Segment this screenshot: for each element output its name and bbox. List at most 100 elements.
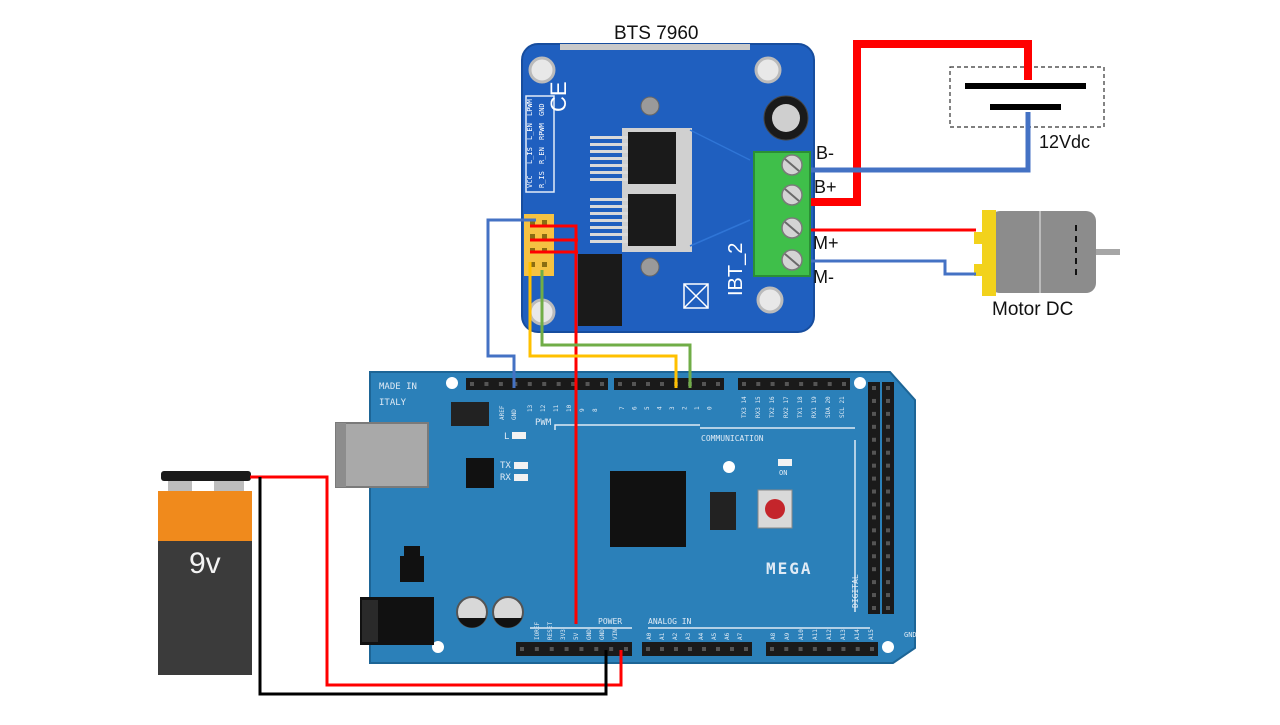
pin-label: 1 — [694, 406, 701, 410]
pin-label: RESET — [547, 622, 554, 640]
pin-label: A3 — [685, 632, 692, 640]
mosfet-chip — [628, 132, 676, 184]
silk-power: POWER — [598, 617, 622, 626]
pin-label: GND — [599, 629, 606, 640]
wire-lpwm — [540, 270, 692, 388]
pin-label: TX1 18 — [797, 396, 804, 418]
pin-label: A12 — [826, 629, 833, 640]
pin-label: SDA 20 — [825, 396, 832, 418]
motor-body — [990, 211, 1096, 293]
silk-pwm: PWM — [535, 418, 552, 428]
pin-label: RX1 19 — [811, 396, 818, 418]
mount-hole — [723, 461, 735, 473]
silk-digital: DIGITAL — [851, 574, 860, 608]
driver-pin-label: L_IS — [526, 147, 534, 164]
silk-gnd-corner: GND — [904, 631, 917, 639]
pin-label: 13 — [527, 404, 534, 412]
led-tx — [514, 462, 528, 469]
pin-label: A13 — [840, 629, 847, 640]
pin-label: 11 — [553, 404, 560, 412]
pin-label: A8 — [770, 632, 777, 640]
silk-mega: MEGA — [766, 559, 813, 578]
control-chip — [578, 254, 622, 326]
reset-button-cap — [765, 499, 785, 519]
mount-hole — [882, 641, 894, 653]
led-on — [778, 459, 792, 466]
terminal-b-minus-label: B- — [816, 143, 834, 163]
pin-label: 3V3 — [560, 629, 567, 640]
driver-pin-label: RPWM — [538, 123, 546, 140]
driver-pin-label: R_EN — [538, 147, 546, 164]
silk-l: L — [504, 432, 509, 442]
disposal-icon — [683, 283, 709, 309]
screw — [640, 96, 660, 116]
battery-9v — [158, 471, 252, 675]
pin-label: TX2 16 — [769, 396, 776, 418]
silk-tx: TX — [500, 461, 511, 471]
silk-made-in: MADE IN — [379, 382, 417, 392]
pin-label: A7 — [737, 632, 744, 640]
driver-title-label: BTS 7960 — [614, 23, 699, 44]
battery-terminal — [168, 481, 192, 491]
wire-supply-positive — [811, 40, 1032, 206]
terminal-m-plus-label: M+ — [813, 233, 839, 253]
usb-chip — [466, 458, 494, 488]
pin-label: RX2 17 — [783, 396, 790, 418]
motor-shaft — [1094, 249, 1120, 255]
ce-mark-icon: CE — [546, 81, 571, 112]
mount-hole — [528, 56, 556, 84]
pin-label: A1 — [659, 632, 666, 640]
pin-label: 10 — [566, 404, 573, 412]
silk-communication: COMMUNICATION — [701, 434, 764, 443]
wire-supply-negative — [811, 112, 1031, 173]
screw — [640, 257, 660, 277]
pin-label: A10 — [798, 629, 805, 640]
header-digital-side-b — [882, 382, 894, 614]
terminal-b-plus-label: B+ — [814, 177, 837, 197]
wire-vcc-5v — [530, 224, 578, 624]
pin-label: 12 — [540, 404, 547, 412]
mount-hole — [756, 286, 784, 314]
wires — [250, 40, 1032, 696]
silk-rx: RX — [500, 473, 511, 483]
silk-on: ON — [779, 469, 787, 477]
pin-label: A4 — [698, 632, 705, 640]
pin-label: 0 — [707, 406, 714, 410]
led-rx — [514, 474, 528, 481]
wire-battery-negative — [258, 477, 608, 696]
header-digital-top — [466, 378, 608, 390]
arduino-mega-board: MADE IN ITALY PWM L TX RX ON COMMUNICATI… — [335, 371, 917, 664]
mount-hole — [432, 641, 444, 653]
battery-snap — [161, 471, 251, 481]
driver-pin-label: LPWM — [526, 99, 534, 116]
pin-label: 5 — [644, 406, 651, 410]
pin-label: 9 — [579, 408, 586, 412]
dc-motor — [974, 210, 1120, 296]
microcontroller-chip — [610, 471, 686, 547]
pin-label: A14 — [854, 629, 861, 640]
wire-gnd — [486, 218, 536, 388]
led-l — [512, 432, 526, 439]
battery-body — [158, 541, 252, 675]
header-communication — [738, 378, 850, 390]
terminal-screws — [781, 154, 803, 271]
mount-hole — [754, 56, 782, 84]
header-analog-b — [766, 642, 878, 656]
driver-model-label: IBT_2 — [725, 243, 747, 296]
wire-battery-positive — [250, 475, 623, 687]
driver-pin-label: R_IS — [538, 171, 546, 188]
usb-port — [335, 422, 429, 488]
voltage-regulator — [400, 556, 424, 582]
pin-label: GND — [511, 409, 518, 420]
driver-pin-label: VCC — [526, 175, 534, 188]
pin-label: A2 — [672, 632, 679, 640]
pin-label: RX3 15 — [755, 396, 762, 418]
pin-label: IOREF — [534, 622, 541, 640]
pin-label: A5 — [711, 632, 718, 640]
header-rails — [466, 378, 894, 656]
pin-label: TX3 14 — [741, 396, 748, 418]
icsp-header — [451, 402, 736, 530]
battery-label: 9v — [189, 547, 221, 580]
